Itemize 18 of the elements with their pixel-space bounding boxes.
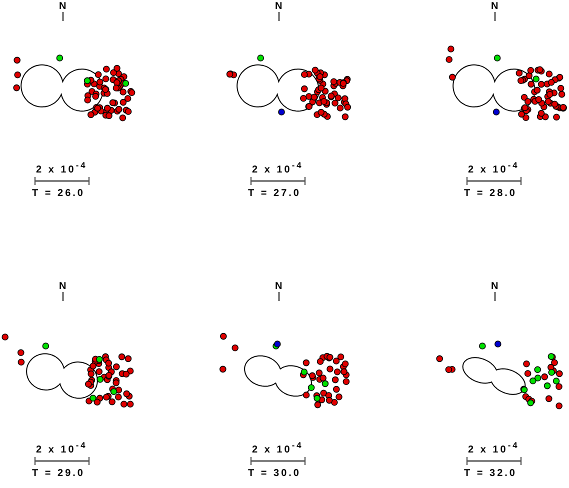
scale-label: 2 x 10$^{-4}$ (36, 160, 88, 176)
scale-label: 2 x 10$^{-4}$ (468, 440, 520, 456)
north-label: N (491, 281, 500, 292)
time-label: T = 27.0 (248, 188, 301, 199)
scale-label: 2 x 10$^{-4}$ (252, 160, 304, 176)
time-label: T = 30.0 (248, 468, 301, 479)
scale-label: 2 x 10$^{-4}$ (36, 440, 88, 456)
time-label: T = 32.0 (464, 468, 517, 479)
scale-label: 2 x 10$^{-4}$ (468, 160, 520, 176)
time-label: T = 29.0 (32, 468, 85, 479)
north-label: N (59, 281, 68, 292)
time-label: T = 28.0 (464, 188, 517, 199)
north-label: N (275, 1, 284, 12)
scale-label: 2 x 10$^{-4}$ (252, 440, 304, 456)
time-label: T = 26.0 (32, 188, 85, 199)
north-label: N (59, 1, 68, 12)
north-label: N (275, 281, 284, 292)
north-label: N (491, 1, 500, 12)
